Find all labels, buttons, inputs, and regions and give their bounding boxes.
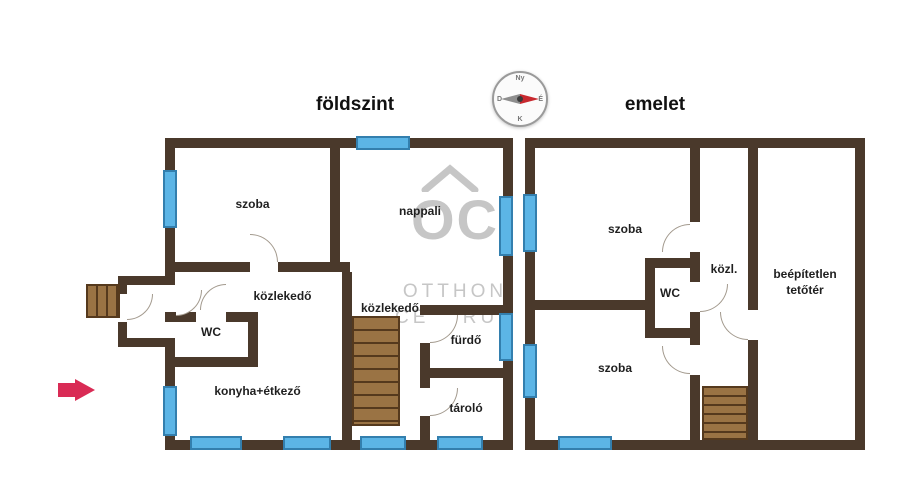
wall-segment: [165, 357, 258, 367]
window-marker: [558, 436, 612, 450]
wall-segment: [330, 138, 340, 272]
ground-floor-title: földszint: [315, 94, 395, 115]
door-swing-arc: [720, 312, 748, 340]
compass-bottom-label: K: [517, 116, 523, 123]
wall-segment: [118, 276, 175, 285]
compass-right-label: É: [538, 96, 543, 103]
watermark-roof-icon: [421, 164, 479, 192]
wall-segment: [645, 328, 700, 338]
room-label-szoba-also: szoba: [597, 361, 632, 375]
wall-segment: [118, 276, 127, 294]
room-label-kozlekedo-2: közlekedő: [360, 301, 420, 315]
entrance-steps: [86, 284, 120, 318]
wall-segment: [748, 340, 758, 450]
watermark-brand-line1: OTTHON: [402, 281, 508, 302]
window-marker: [523, 344, 537, 398]
wall-segment: [248, 312, 258, 367]
window-marker: [360, 436, 406, 450]
door-swing-arc: [700, 284, 728, 312]
upper-floor-title: emelet: [624, 94, 686, 115]
room-label-wc: WC: [201, 325, 221, 339]
compass-left-label: D: [497, 96, 503, 103]
room-label-nappali: nappali: [398, 204, 441, 218]
room-label-szoba: szoba: [235, 197, 270, 211]
room-label-konyha-etkezo: konyha+étkező: [214, 384, 301, 398]
wall-segment: [118, 322, 127, 347]
wall-segment: [690, 138, 700, 222]
room-label-wc-upper: WC: [660, 286, 680, 300]
wall-segment: [748, 138, 758, 310]
wall-segment: [645, 258, 655, 338]
room-label-furdo: fürdő: [450, 333, 482, 347]
watermark-logo-text: OC: [411, 188, 499, 251]
wall-segment: [420, 305, 513, 315]
staircase: [352, 316, 400, 426]
window-marker: [499, 313, 513, 361]
wall-segment: [342, 272, 352, 450]
room-label-tarolo: tároló: [449, 401, 483, 415]
wall-segment: [690, 375, 700, 450]
wall-segment: [165, 312, 196, 322]
staircase: [702, 386, 748, 440]
compass-rose: Ny É K D: [492, 71, 548, 127]
wall-segment: [525, 138, 535, 450]
window-marker: [499, 196, 513, 256]
wall-segment: [226, 312, 258, 322]
window-marker: [356, 136, 410, 150]
room-label-kozlekedo: közlekedő: [253, 289, 312, 303]
wall-segment: [503, 138, 513, 450]
window-marker: [283, 436, 331, 450]
window-marker: [523, 194, 537, 252]
wall-segment: [525, 300, 655, 310]
wall-segment: [855, 138, 865, 450]
wall-segment: [420, 343, 430, 388]
compass-top-label: Ny: [515, 75, 525, 82]
room-label-tetoter: beépítetlen tetőtér: [773, 267, 837, 298]
wall-segment: [165, 440, 513, 450]
window-marker: [163, 170, 177, 228]
wall-segment: [165, 262, 250, 272]
wall-segment: [278, 262, 350, 272]
room-label-kozl: közl.: [710, 262, 738, 276]
wall-segment: [420, 305, 430, 315]
wall-segment: [118, 338, 175, 347]
compass-needle-north: [520, 94, 539, 104]
wall-segment: [430, 368, 513, 378]
window-marker: [437, 436, 483, 450]
room-label-szoba-felso: szoba: [607, 222, 642, 236]
entrance-arrow-icon: [58, 379, 95, 401]
compass-needle-tail: [501, 94, 520, 104]
window-marker: [190, 436, 242, 450]
window-marker: [163, 386, 177, 436]
wall-segment: [645, 258, 700, 268]
wall-segment: [420, 416, 430, 450]
compass-hub: [517, 96, 523, 102]
